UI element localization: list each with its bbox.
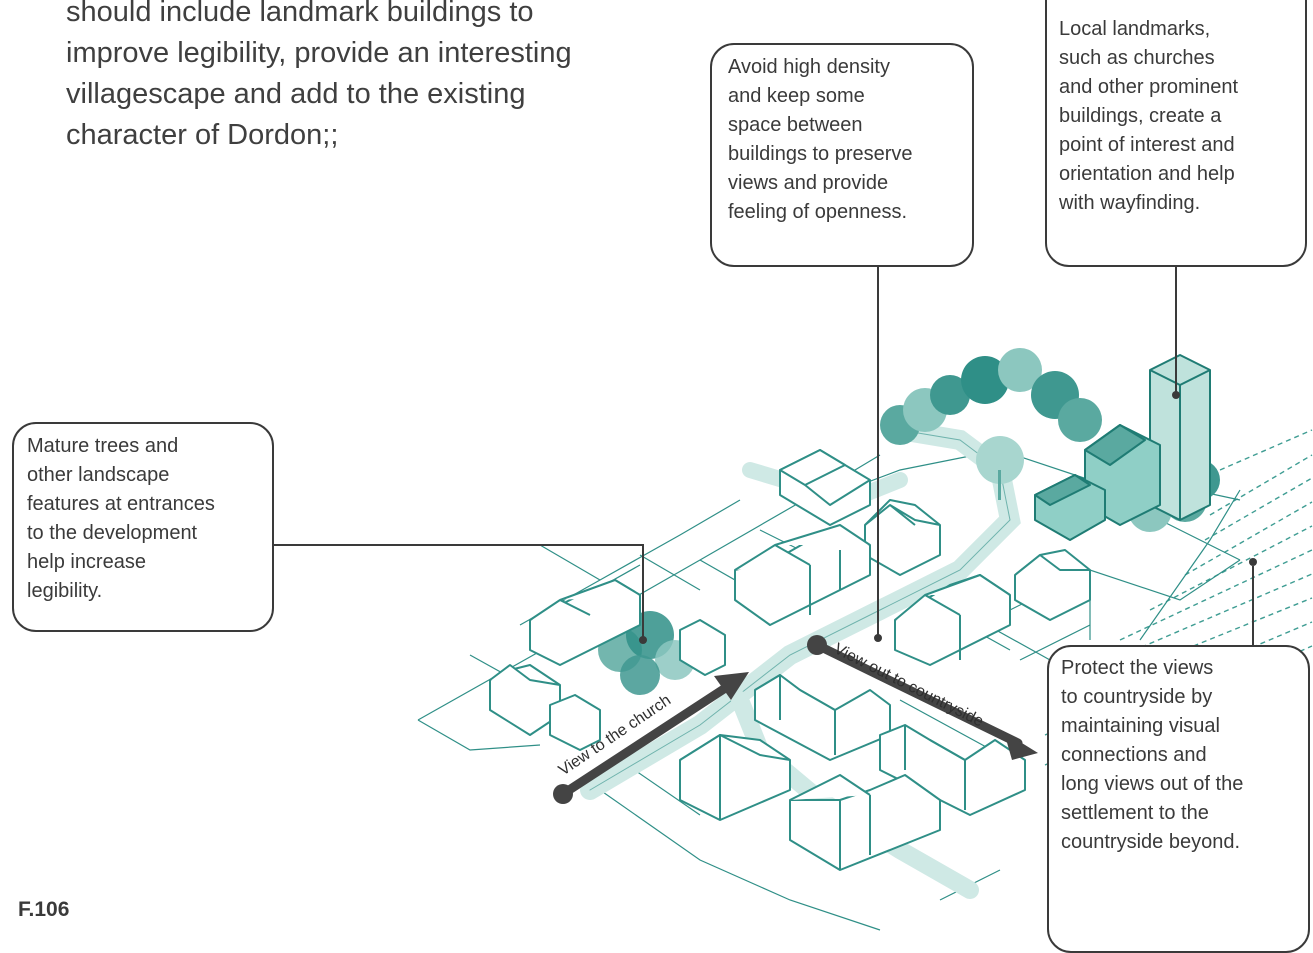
callout-line: buildings to preserve [728, 143, 913, 165]
callout-line: Local landmarks, [1059, 18, 1211, 40]
callout-line: buildings, create a [1059, 105, 1222, 127]
intro-line: should include landmark buildings to [66, 0, 534, 28]
church-landmark [1034, 354, 1211, 541]
house [679, 619, 726, 676]
callout-line: countryside beyond. [1061, 831, 1241, 853]
callout-line: other landscape [27, 464, 170, 486]
callout-line: features at entrances [27, 493, 215, 515]
callout-line: space between [728, 114, 863, 136]
house-row [789, 774, 941, 871]
intro-text: should include landmark buildings to imp… [66, 0, 666, 156]
callout-line: to countryside by [1061, 686, 1213, 708]
intro-line: improve legibility, provide an interesti… [66, 37, 572, 69]
callout-line: to the development [27, 522, 198, 544]
house [779, 449, 871, 526]
intro-line: villagescape and add to the existing [66, 78, 526, 110]
callout-line: point of interest and [1059, 134, 1235, 156]
house-row [754, 674, 891, 761]
intro-line: character of Dordon;; [66, 119, 339, 151]
house [864, 499, 941, 576]
callout-density: Avoid high density and keep some space b… [710, 43, 974, 267]
house-row [734, 524, 871, 626]
leader-dot-landmarks [1172, 391, 1180, 399]
house [1014, 549, 1091, 621]
callout-landmarks: Local landmarks, such as churches and ot… [1045, 0, 1307, 267]
tree-cluster-north [880, 348, 1102, 500]
house [549, 694, 601, 751]
callout-line: and other prominent [1059, 76, 1239, 98]
callout-mature-trees: Mature trees and other landscape feature… [12, 422, 274, 632]
callout-line: maintaining visual [1061, 715, 1220, 737]
callout-line: Mature trees and [27, 435, 179, 457]
callout-line: orientation and help [1059, 163, 1235, 185]
callout-line: long views out of the [1061, 773, 1244, 795]
houses [489, 449, 1091, 871]
house-row [679, 734, 791, 821]
leader-lines [272, 265, 1254, 648]
callout-line: and keep some [728, 85, 865, 107]
callout-line: feeling of openness. [728, 201, 908, 223]
callout-line: such as churches [1059, 47, 1215, 69]
callout-line: Protect the views [1061, 657, 1214, 679]
callout-line: views and provide [728, 172, 889, 194]
house-row [894, 574, 1011, 666]
leader-dot-views [1249, 558, 1257, 566]
callout-line: Avoid high density [728, 56, 890, 78]
callout-line: connections and [1061, 744, 1207, 766]
house-row [529, 579, 641, 666]
leader-trees [272, 544, 644, 640]
leader-dot-density [874, 634, 882, 642]
callout-line: help increase [27, 551, 146, 573]
callout-line: settlement to the [1061, 802, 1209, 824]
callout-line: legibility. [27, 580, 103, 602]
callout-line: with wayfinding. [1059, 192, 1201, 214]
callout-protect-views: Protect the views to countryside by main… [1047, 645, 1310, 953]
figure-label: F.106 [18, 898, 70, 921]
leader-dot-trees [639, 636, 647, 644]
